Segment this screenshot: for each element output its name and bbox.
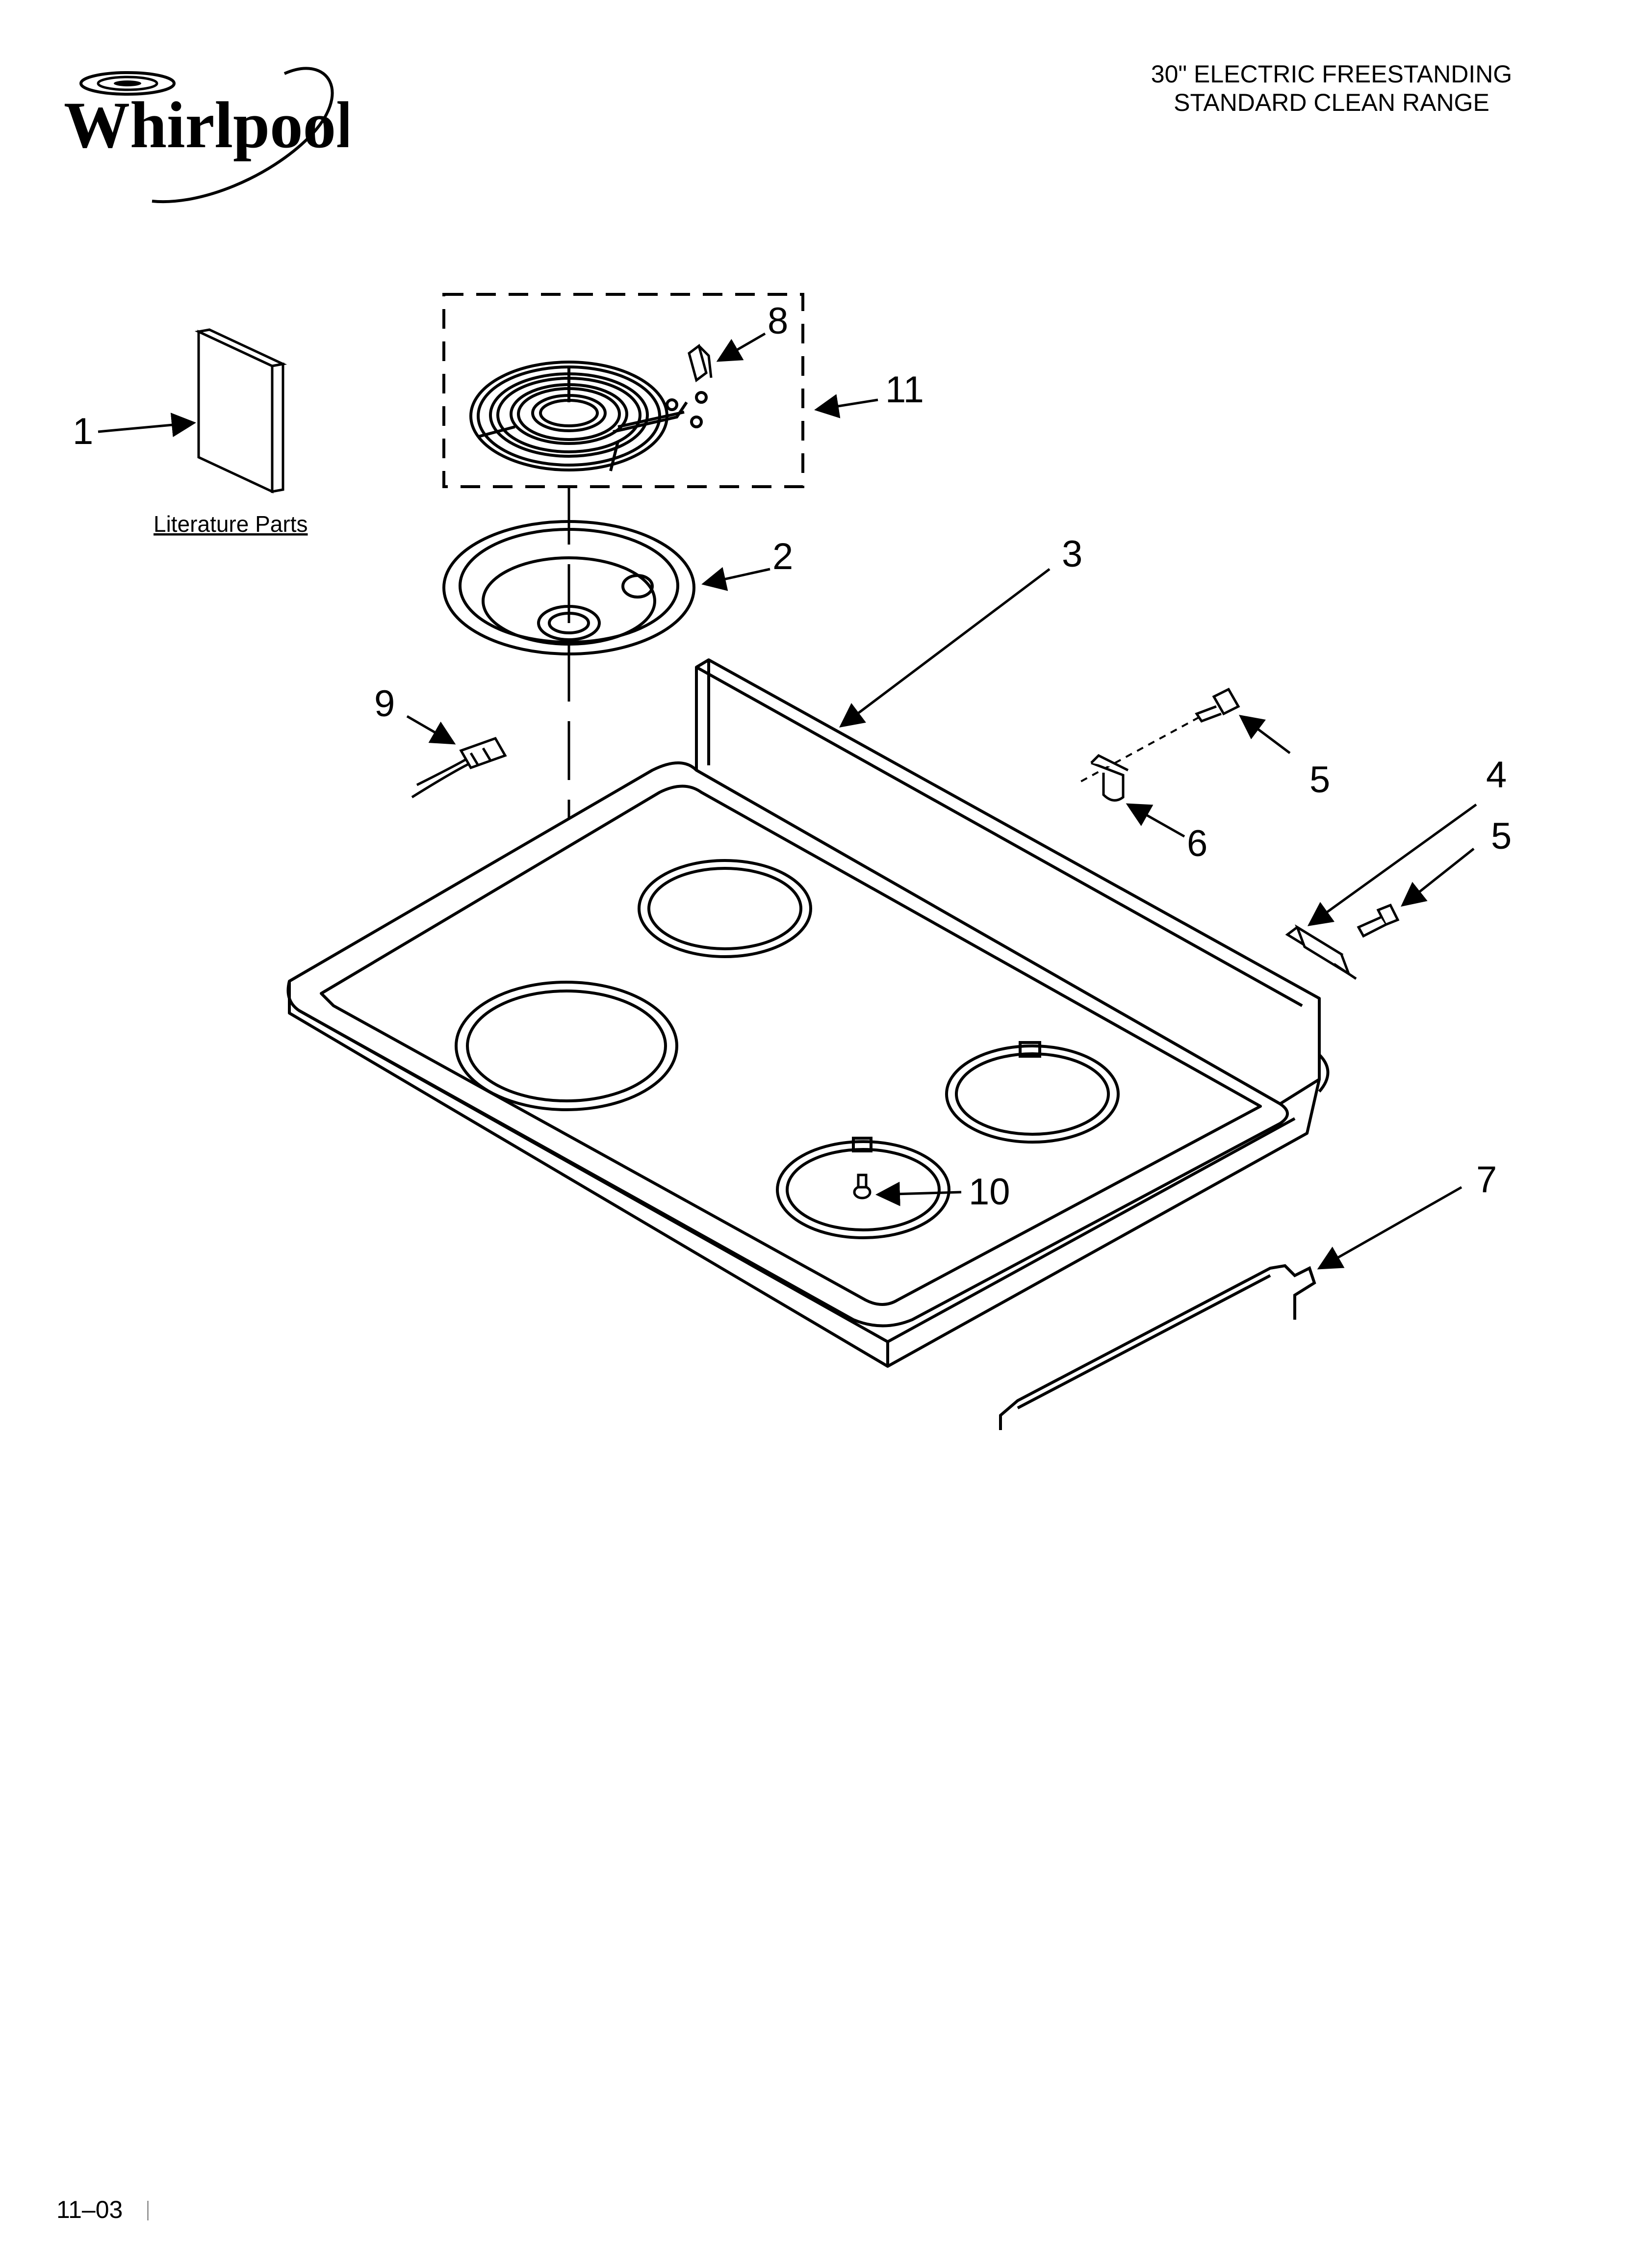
callout-9: 9 [374,683,395,725]
whirlpool-logo-graphic: Whirlpool [64,67,355,203]
callout-10: 10 [969,1171,1010,1213]
callout-7: 7 [1476,1159,1497,1200]
literature-booklet [194,328,287,494]
screw-part-5-lower [1357,903,1400,938]
callout-3: 3 [1062,533,1082,575]
screw-part-5-upper [1195,687,1240,723]
callout-1: 1 [73,411,93,452]
callout-11: 11 [885,369,924,411]
callout-2: 2 [772,536,793,577]
screw-guide-line [1078,716,1200,783]
page-title: 30" ELECTRIC FREESTANDING STANDARD CLEAN… [1054,60,1609,117]
callout-6: 6 [1187,823,1207,864]
burner-opening-rear-right [945,1041,1120,1144]
leader-lines [98,332,1477,1270]
burner-openings [455,859,1120,1239]
date-code: 11–03 [56,2196,123,2223]
rod-part-7 [999,1264,1316,1430]
screw-part-10 [853,1173,872,1199]
footer-divider [147,2201,149,2220]
callout-4: 4 [1486,754,1507,796]
title-line-1: 30" ELECTRIC FREESTANDING [1151,60,1513,88]
callout-5-upper: 5 [1309,759,1330,801]
burner-opening-rear-left [638,859,812,958]
cooktop [286,658,1330,1368]
callout-8: 8 [768,300,788,342]
drip-bowl [442,520,695,655]
whirlpool-logo: Whirlpool [54,54,355,211]
surface-element-coil [469,361,708,471]
callout-5-lower: 5 [1491,815,1512,857]
burner-opening-front-left [455,981,678,1111]
clip-part-6 [1090,754,1129,802]
terminal-clip [688,343,713,383]
wire-connector [411,736,507,799]
literature-parts-label: Literature Parts [154,511,308,537]
bracket-part-4 [1285,924,1357,980]
title-line-2: STANDARD CLEAN RANGE [1174,89,1489,116]
svg-text:Whirlpool: Whirlpool [64,89,348,162]
burner-opening-front-right [776,1137,950,1239]
element-assembly-box [442,293,804,488]
